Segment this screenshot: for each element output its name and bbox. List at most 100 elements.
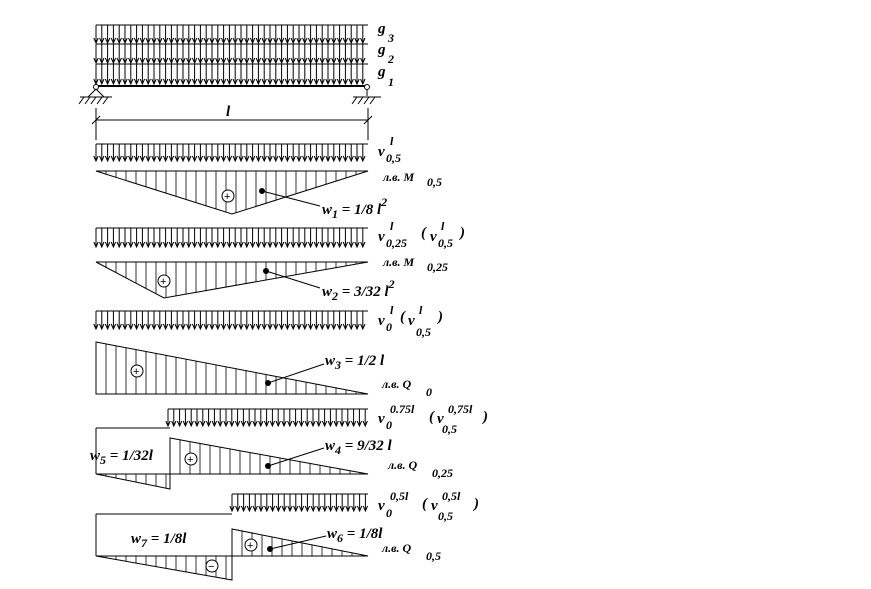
load-arrow-head: [194, 420, 200, 428]
load-arrow-head: [336, 57, 343, 65]
load-arrow-head: [215, 241, 221, 249]
panel-m05-line-label: л.в. M 0,5: [382, 170, 442, 189]
load-arrow-head: [139, 323, 146, 331]
load-v-base: v: [378, 229, 385, 245]
load-arrow-head: [191, 78, 198, 86]
load-v-base: v: [378, 498, 385, 514]
load-arrow-head: [325, 78, 331, 86]
load-arrow-head: [360, 37, 366, 45]
load-arrow-head: [307, 78, 314, 86]
panel-m025-load-arrows: [93, 228, 366, 249]
load-arrow-head: [319, 37, 325, 45]
load-arrow-head: [261, 155, 267, 163]
load-arrow-head: [238, 37, 244, 45]
load-arrow-head: [240, 420, 247, 428]
load-arrow-head: [261, 37, 267, 45]
load-arrow-head: [238, 78, 244, 86]
load-arrow-head: [197, 78, 204, 86]
load-arrow-head: [238, 323, 244, 331]
load-arrow-head: [145, 155, 151, 163]
line-label-sub: 0,25: [432, 466, 453, 480]
load-arrow-head: [293, 505, 299, 513]
line-label-prefix: л.в. Q: [381, 377, 412, 391]
load-arrow-head: [354, 78, 360, 86]
load-alt-sup: l: [441, 219, 445, 233]
load-arrow-head: [249, 323, 256, 331]
load-arrow-head: [215, 37, 221, 45]
load-arrow-head: [313, 155, 320, 163]
load-arrow-head: [302, 241, 308, 249]
load-arrow-head: [110, 37, 117, 45]
load-arrow-head: [226, 241, 233, 249]
load-arrow-head: [342, 323, 349, 331]
load-arrow-head: [333, 505, 340, 513]
load-arrow-head: [249, 78, 256, 86]
label-g1: g 1: [377, 64, 394, 89]
load-g1: [93, 63, 368, 86]
load-arrow-head: [186, 78, 192, 86]
line-label-sub: 0,25: [427, 260, 448, 274]
load-arrow-head: [348, 57, 354, 65]
load-arrow-head: [122, 155, 128, 163]
panel-m05-sign-text: +: [224, 191, 230, 203]
load-arrow-head: [197, 323, 204, 331]
load-arrow-head: [284, 323, 291, 331]
load-alt-base: v: [430, 229, 437, 245]
load-arrow-head: [99, 323, 105, 331]
load-arrow-head: [290, 78, 296, 86]
panel-q05-load-label: v 0,5l 0 ( v 0,5l 0,5 ): [378, 489, 479, 523]
load-arrow-head: [302, 155, 308, 163]
load-arrow-head: [284, 155, 291, 163]
load-arrow-head: [331, 78, 337, 86]
load-arrow-head: [168, 37, 175, 45]
load-arrow-head: [226, 57, 233, 65]
load-arrow-head: [302, 37, 308, 45]
load-arrow-head: [104, 78, 111, 86]
load-arrow-head: [217, 420, 223, 428]
load-arrow-head: [200, 420, 206, 428]
load-arrow-head: [313, 323, 320, 331]
load-arrow-head: [273, 37, 279, 45]
load-arrow-head: [244, 155, 250, 163]
load-arrow-head: [93, 323, 99, 331]
line-label-sub: 0,5: [426, 549, 441, 563]
load-arrow-head: [287, 420, 293, 428]
load-arrow-head: [215, 78, 221, 86]
line-label-prefix: л.в. Q: [381, 541, 412, 555]
load-arrow-head: [180, 323, 186, 331]
load-arrow-head: [336, 78, 343, 86]
load-arrow-head: [232, 155, 238, 163]
load-arrow-head: [93, 155, 99, 163]
load-arrow-head: [249, 57, 256, 65]
load-arrow-head: [174, 241, 180, 249]
load-arrow-head: [122, 241, 128, 249]
load-arrow-head: [145, 241, 151, 249]
load-arrow-head: [174, 78, 180, 86]
load-arrow-head: [205, 420, 212, 428]
label-g3: g 3: [377, 21, 394, 45]
area-w4-label: w4 = 9/32 l: [325, 438, 392, 457]
load-arrow-head: [104, 37, 111, 45]
load-arrow-head: [174, 57, 180, 65]
load-alt-sup: 0,5l: [442, 489, 461, 503]
load-v-sub: 0,25: [386, 236, 407, 250]
load-arrow-head: [226, 323, 233, 331]
load-arrow-head: [255, 37, 262, 45]
load-arrow-head: [292, 420, 299, 428]
load-arrow-head: [162, 57, 169, 65]
load-arrow-head: [307, 37, 314, 45]
load-arrow-head: [261, 57, 267, 65]
load-g1-arrows: [93, 64, 366, 86]
load-arrow-head: [110, 155, 117, 163]
load-arrow-head: [342, 37, 349, 45]
panel-m05-leader: [261, 190, 321, 207]
label-g2: g 2: [377, 42, 394, 66]
span-dimension: l: [91, 104, 373, 140]
label-g1-base: g: [377, 64, 386, 80]
load-arrow-head: [304, 420, 310, 428]
load-alt-close: ): [458, 225, 465, 241]
load-arrow-head: [157, 37, 163, 45]
load-arrow-head: [302, 78, 308, 86]
load-v-sup: l: [390, 303, 394, 317]
panel-m025-load-label: v l 0,25 ( v l 0,5 ): [378, 219, 465, 250]
